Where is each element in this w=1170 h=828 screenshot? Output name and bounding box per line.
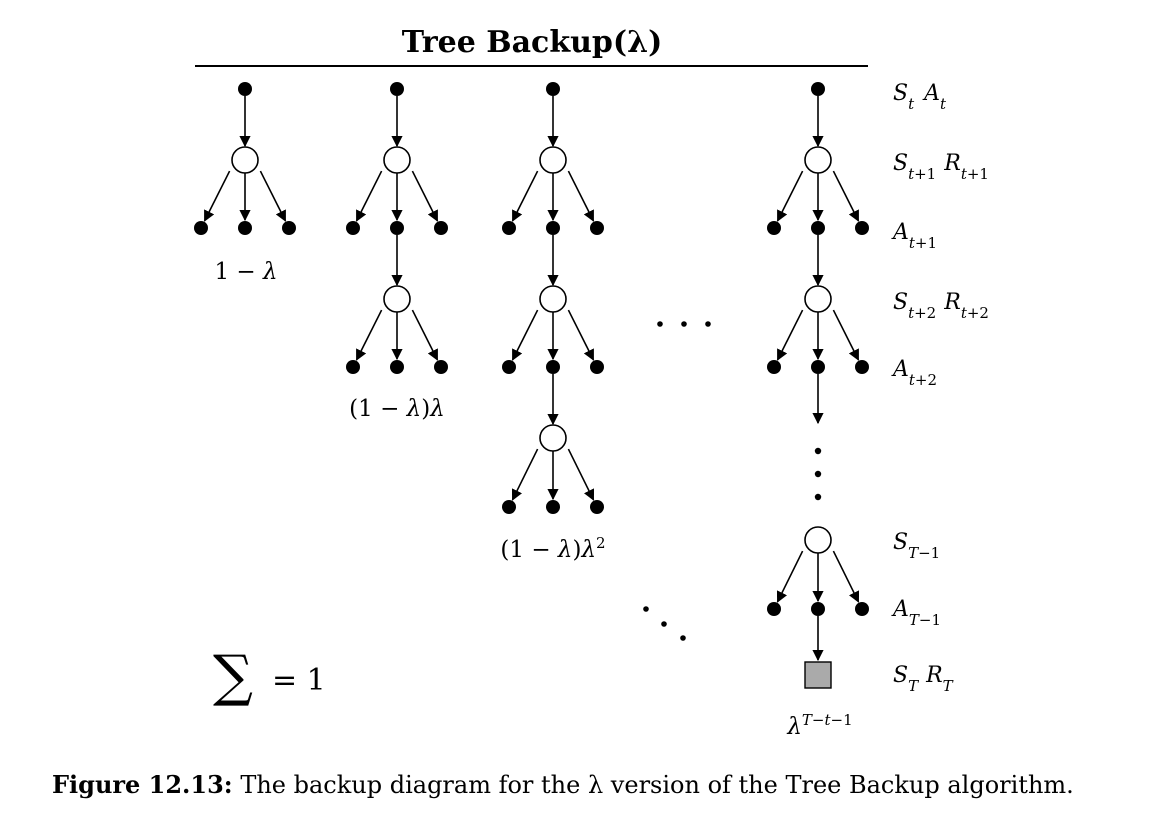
action-node bbox=[811, 360, 825, 374]
state-node bbox=[539, 146, 567, 174]
caption-label: Figure 12.13: bbox=[52, 770, 233, 799]
action-node bbox=[590, 500, 604, 514]
action-node bbox=[194, 221, 208, 235]
row-label-at1: At+1 bbox=[891, 220, 937, 252]
action-arrow bbox=[511, 309, 539, 361]
action-arrow bbox=[567, 309, 595, 361]
action-node bbox=[434, 221, 448, 235]
horizontal-ellipsis bbox=[657, 321, 711, 327]
state-node bbox=[383, 146, 411, 174]
weight-1: 1 − λ bbox=[214, 259, 277, 285]
action-arrow bbox=[776, 170, 804, 222]
terminal-node bbox=[804, 661, 832, 689]
action-node bbox=[811, 602, 825, 616]
figure-caption: Figure 12.13: The backup diagram for the… bbox=[52, 770, 1152, 799]
action-arrow bbox=[567, 170, 595, 222]
action-node bbox=[238, 82, 252, 96]
action-node bbox=[590, 221, 604, 235]
action-node bbox=[811, 82, 825, 96]
row-label-at2: At+2 bbox=[891, 357, 937, 389]
action-node bbox=[855, 221, 869, 235]
action-node bbox=[546, 360, 560, 374]
action-arrow bbox=[776, 309, 804, 361]
action-arrow bbox=[567, 448, 595, 501]
state-node bbox=[804, 526, 832, 554]
state-node bbox=[231, 146, 259, 174]
action-node bbox=[546, 221, 560, 235]
action-node bbox=[811, 221, 825, 235]
action-node bbox=[390, 221, 404, 235]
action-node bbox=[238, 221, 252, 235]
weight-3: (1 − λ)λ2 bbox=[500, 534, 605, 563]
sum-equals-one: ∑ = 1 bbox=[213, 644, 326, 709]
svg-text:= 1: = 1 bbox=[272, 663, 326, 698]
action-node bbox=[346, 360, 360, 374]
row-label-st-1: ST−1 bbox=[893, 530, 940, 562]
action-node bbox=[502, 360, 516, 374]
vertical-ellipsis bbox=[814, 447, 822, 501]
action-node bbox=[434, 360, 448, 374]
action-node bbox=[390, 360, 404, 374]
action-arrow bbox=[203, 170, 231, 222]
action-node bbox=[502, 500, 516, 514]
action-arrow bbox=[832, 170, 860, 222]
action-arrow bbox=[411, 170, 439, 222]
svg-text:∑: ∑ bbox=[213, 644, 253, 709]
state-node bbox=[539, 285, 567, 313]
action-arrow bbox=[355, 170, 383, 222]
edges bbox=[203, 96, 860, 662]
diagonal-ellipsis bbox=[643, 606, 686, 641]
state-node bbox=[804, 146, 832, 174]
state-node bbox=[804, 285, 832, 313]
action-node bbox=[502, 221, 516, 235]
state-node bbox=[383, 285, 411, 313]
action-node bbox=[767, 221, 781, 235]
diagram-title: Tree Backup(λ) bbox=[402, 25, 663, 60]
row-label-at-1: AT−1 bbox=[891, 597, 941, 629]
action-node bbox=[546, 500, 560, 514]
action-arrow bbox=[776, 550, 804, 603]
action-node bbox=[767, 360, 781, 374]
weight-4: λT−t−1 bbox=[786, 711, 852, 740]
tree-backup-diagram: Tree Backup(λ) 1 − λ (1 − λ)λ (1 − λ)λ2 … bbox=[194, 25, 989, 740]
action-node bbox=[546, 82, 560, 96]
action-arrow bbox=[411, 309, 439, 361]
action-arrow bbox=[832, 309, 860, 361]
action-node bbox=[390, 82, 404, 96]
caption-text: The backup diagram for the λ version of … bbox=[240, 771, 1074, 799]
nodes bbox=[194, 82, 869, 689]
action-node bbox=[282, 221, 296, 235]
action-node bbox=[767, 602, 781, 616]
action-node bbox=[855, 360, 869, 374]
action-node bbox=[346, 221, 360, 235]
state-node bbox=[539, 424, 567, 452]
action-arrow bbox=[259, 170, 287, 222]
weight-2: (1 − λ)λ bbox=[349, 396, 445, 422]
action-node bbox=[855, 602, 869, 616]
action-node bbox=[590, 360, 604, 374]
action-arrow bbox=[511, 170, 539, 222]
action-arrow bbox=[355, 309, 383, 361]
action-arrow bbox=[832, 550, 860, 603]
action-arrow bbox=[511, 448, 539, 501]
